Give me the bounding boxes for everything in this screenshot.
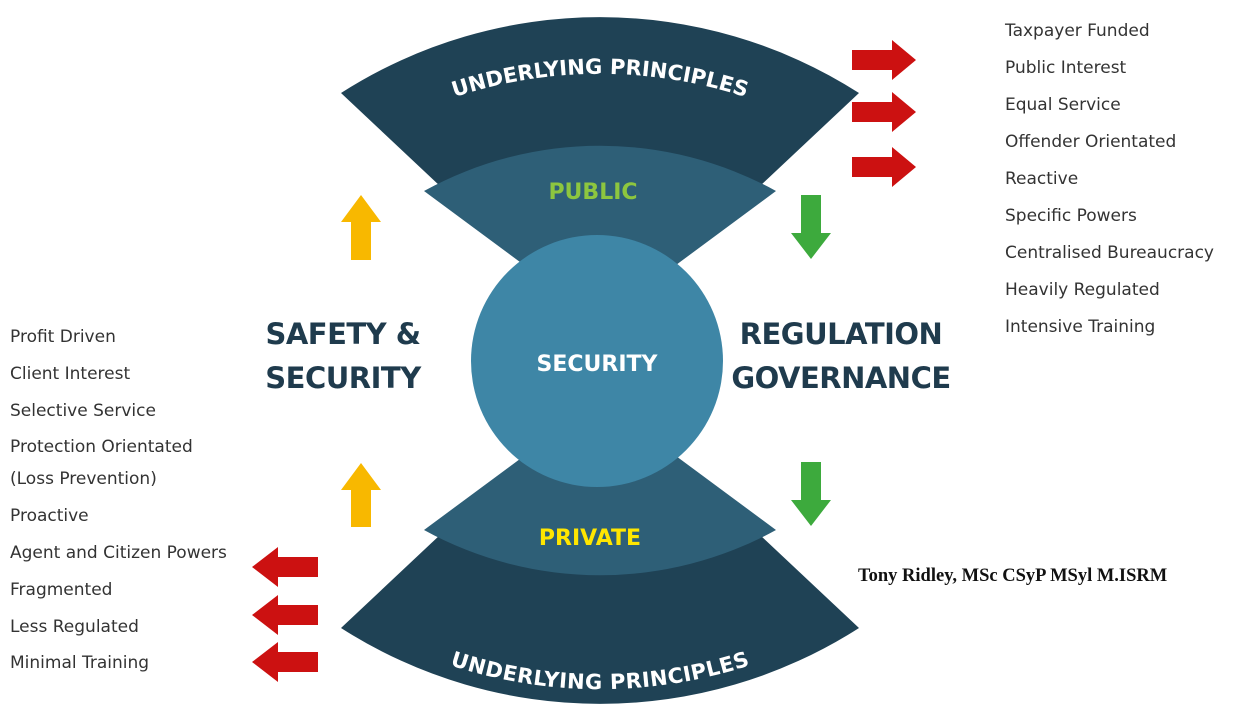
arrow-up-icon xyxy=(341,195,381,260)
safety-label-line2: SECURITY xyxy=(265,361,421,395)
list-item: Client Interest xyxy=(10,363,131,384)
security-circle xyxy=(471,235,723,487)
author-credit: Tony Ridley, MSc CSyP MSyl M.ISRM xyxy=(858,566,1168,586)
arrow-left-icon xyxy=(252,642,318,682)
list-item: Proactive xyxy=(10,506,89,527)
arrow-down-icon xyxy=(791,462,831,526)
regulation-label-line1: REGULATION xyxy=(739,317,943,351)
arrow-up-icon xyxy=(341,463,381,527)
list-item: Profit Driven xyxy=(10,327,116,347)
list-item: Public Interest xyxy=(1005,58,1127,78)
list-item: Less Regulated xyxy=(10,616,139,637)
security-center-label: SECURITY xyxy=(537,352,659,377)
arrow-down-icon xyxy=(791,195,831,259)
list-item: Heavily Regulated xyxy=(1005,280,1160,300)
list-item: Equal Service xyxy=(1005,95,1121,115)
private-characteristics-list: Profit Driven Client Interest Selective … xyxy=(10,324,227,687)
list-item: Offender Orientated xyxy=(1005,132,1177,152)
list-item: Selective Service xyxy=(10,400,156,421)
arrow-right-icon xyxy=(852,147,916,187)
list-item: Centralised Bureaucracy xyxy=(1005,243,1214,263)
list-item: Protection Orientated xyxy=(10,437,193,458)
public-label: PUBLIC xyxy=(548,180,637,205)
arrow-left-icon xyxy=(252,595,318,635)
list-item: Intensive Training xyxy=(1005,317,1156,337)
safety-security-label: SAFETY & SECURITY xyxy=(248,312,438,400)
regulation-governance-label: REGULATION GOVERNANCE xyxy=(725,312,957,400)
private-sector xyxy=(424,456,776,576)
arrow-left-icon xyxy=(252,547,318,587)
list-item: Reactive xyxy=(1005,169,1079,189)
list-item: Taxpayer Funded xyxy=(1005,21,1150,41)
list-item: Minimal Training xyxy=(10,653,150,674)
list-item: Specific Powers xyxy=(1005,206,1137,226)
public-sector xyxy=(424,145,776,265)
arrow-right-icon xyxy=(852,92,916,132)
public-characteristics-list: Taxpayer Funded Public Interest Equal Se… xyxy=(1005,18,1214,351)
list-item: (Loss Prevention) xyxy=(10,469,157,490)
regulation-label-line2: GOVERNANCE xyxy=(731,361,951,395)
list-item: Agent and Citizen Powers xyxy=(10,542,227,563)
private-label: PRIVATE xyxy=(539,526,641,551)
list-item: Fragmented xyxy=(10,579,113,600)
arrow-right-icon xyxy=(852,40,916,80)
safety-label-line1: SAFETY & xyxy=(265,317,421,351)
